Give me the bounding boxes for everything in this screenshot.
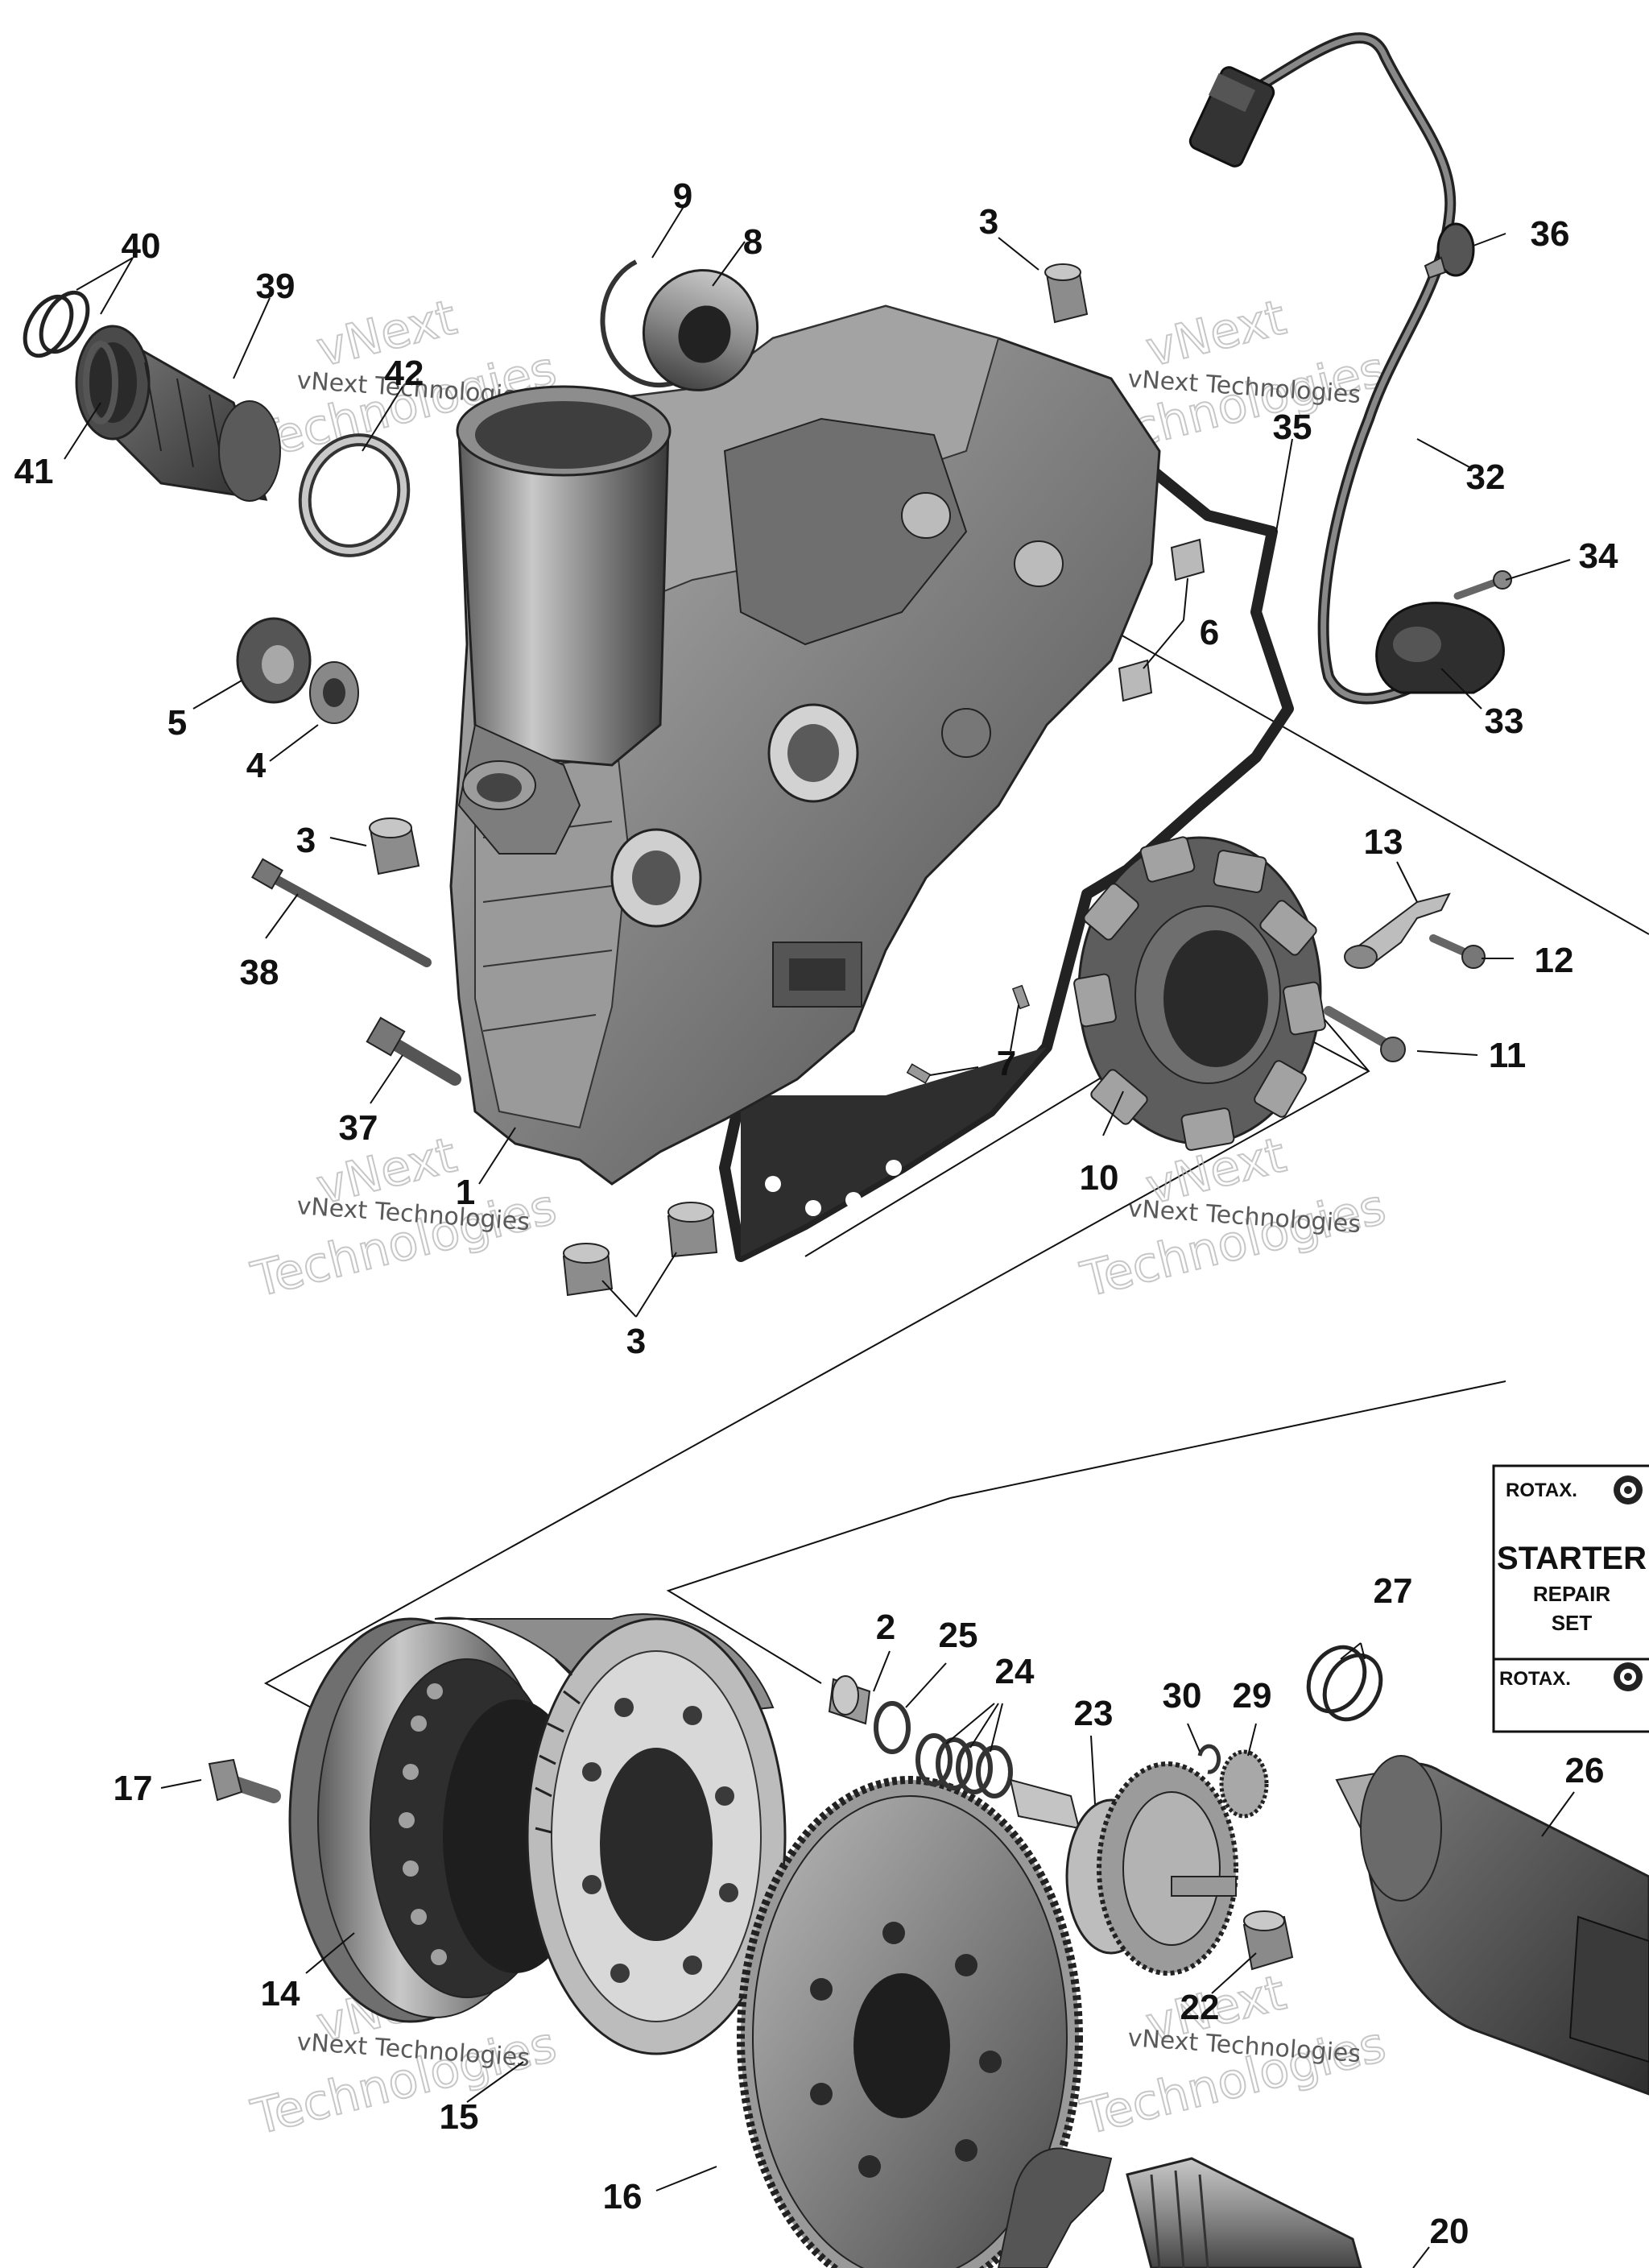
part-3-bushings-bottom	[562, 1202, 718, 1297]
part-13-bracket	[1344, 892, 1451, 969]
part-14-rotor	[288, 1613, 775, 2023]
part-12-screw	[1429, 934, 1486, 969]
part-3-bushing-left	[369, 817, 420, 875]
callout-10: 10	[1080, 1158, 1119, 1198]
part-7-pins	[906, 984, 1031, 1084]
part-25-washer	[874, 1701, 911, 1754]
callout-11: 11	[1489, 1036, 1527, 1075]
part-4-washer	[309, 661, 359, 724]
callout-24: 24	[995, 1652, 1035, 1691]
callout-20: 20	[1430, 2212, 1469, 2251]
callout-7: 7	[997, 1044, 1016, 1083]
callout-3-top: 3	[979, 202, 998, 242]
callout-42: 42	[385, 354, 424, 393]
part-34-screw	[1453, 570, 1512, 600]
leader-lines	[64, 205, 1575, 2268]
rotax-logo-bottom: ROTAX.	[1499, 1668, 1571, 1690]
part-11-screw	[1324, 1006, 1406, 1062]
sheet-line-repair: REPAIR	[1533, 1582, 1611, 1606]
part-3-bushing-top	[1044, 263, 1089, 324]
callout-26: 26	[1565, 1751, 1605, 1790]
repair-set-sheet: ROTAX. STARTER REPAIR SET ROTAX.	[1492, 1464, 1649, 1733]
part-2-bushing	[828, 1675, 871, 1725]
part-30-clip	[1197, 1744, 1221, 1774]
part-41-ring	[83, 341, 118, 424]
callout-4: 4	[246, 746, 267, 785]
callout-3-bottom: 3	[626, 1322, 646, 1361]
callout-38: 38	[240, 953, 279, 992]
callout-37: 37	[339, 1108, 378, 1148]
wire-connector	[1188, 66, 1275, 168]
part-23-shaft-gear	[1009, 1761, 1238, 1976]
callout-22: 22	[1180, 1988, 1220, 2027]
lower-lever	[997, 2147, 1113, 2268]
part-6-dowel-pins	[1118, 538, 1205, 702]
callout-6: 6	[1200, 613, 1219, 652]
sheet-title: STARTER	[1497, 1541, 1647, 1576]
part-20-shaft	[1126, 2157, 1362, 2268]
part-32-wire-harness	[1188, 32, 1475, 705]
callout-40: 40	[122, 226, 161, 266]
callout-41: 41	[14, 452, 54, 491]
part-15-ring-gear	[526, 1617, 787, 2055]
callout-8: 8	[743, 222, 763, 262]
svg-text:Technologies: Technologies	[246, 1178, 562, 1308]
part-29-pinion	[1219, 1749, 1269, 1819]
callout-17: 17	[114, 1769, 153, 1808]
callout-labels: 1 2 3 3 3 4 5 6 7 8 9 10 11 12 13 14 15 …	[14, 176, 1618, 2251]
part-33-sensor	[1375, 602, 1505, 694]
callout-29: 29	[1233, 1676, 1272, 1715]
part-24-o-rings	[915, 1733, 1013, 1798]
part-26-starter-motor	[1335, 1755, 1649, 2096]
rotax-logo-top: ROTAX.	[1506, 1480, 1577, 1501]
callout-14: 14	[261, 1974, 300, 2013]
part-17-bolt	[208, 1758, 281, 1803]
callout-2: 2	[876, 1608, 895, 1647]
callout-3-left: 3	[296, 821, 316, 860]
callout-30: 30	[1163, 1676, 1202, 1715]
callout-23: 23	[1074, 1694, 1114, 1733]
brp-badge-top-icon	[1614, 1475, 1643, 1504]
part-5-seal	[236, 617, 312, 704]
svg-text:Technologies: Technologies	[1076, 1178, 1391, 1308]
callout-32: 32	[1466, 457, 1506, 497]
callout-36: 36	[1531, 214, 1570, 254]
part-10-stator	[1073, 836, 1326, 1151]
callout-35: 35	[1273, 408, 1312, 447]
callout-16: 16	[603, 2177, 643, 2216]
watermark-mid-left: vNext Technologies vNext Technologies	[246, 1126, 563, 1310]
watermark-bottom-right: vNext Technologies vNext Technologies	[1075, 1964, 1392, 2147]
callout-27: 27	[1374, 1571, 1413, 1611]
callout-33: 33	[1485, 702, 1524, 741]
callout-15: 15	[440, 2097, 479, 2137]
part-38-bolt	[251, 858, 432, 967]
callout-1: 1	[456, 1173, 475, 1212]
callout-34: 34	[1579, 536, 1618, 576]
part-8-bearing	[642, 269, 759, 391]
part-40-o-rings	[23, 290, 90, 358]
callout-9: 9	[673, 176, 692, 216]
part-36-clip	[1424, 222, 1475, 279]
callout-13: 13	[1364, 822, 1403, 862]
part-37-bolt	[366, 1016, 461, 1086]
part-16-starter-gear	[737, 1776, 1083, 2268]
sheet-line-set: SET	[1552, 1611, 1593, 1635]
watermark-mid-right: vNext Technologies vNext Technologies	[1075, 1126, 1392, 1310]
callout-12: 12	[1535, 941, 1574, 980]
svg-text:vNext: vNext	[1141, 289, 1292, 378]
brp-badge-bottom-icon	[1614, 1662, 1643, 1691]
part-27-o-rings	[1306, 1645, 1383, 1722]
callout-25: 25	[939, 1616, 978, 1655]
assembly-guide-lines	[263, 619, 1649, 1716]
housing-tube	[456, 385, 672, 855]
callout-39: 39	[256, 267, 295, 306]
callout-5: 5	[167, 703, 187, 743]
part-22-bushing	[1242, 1910, 1294, 1971]
part-42-clamp	[298, 433, 411, 557]
